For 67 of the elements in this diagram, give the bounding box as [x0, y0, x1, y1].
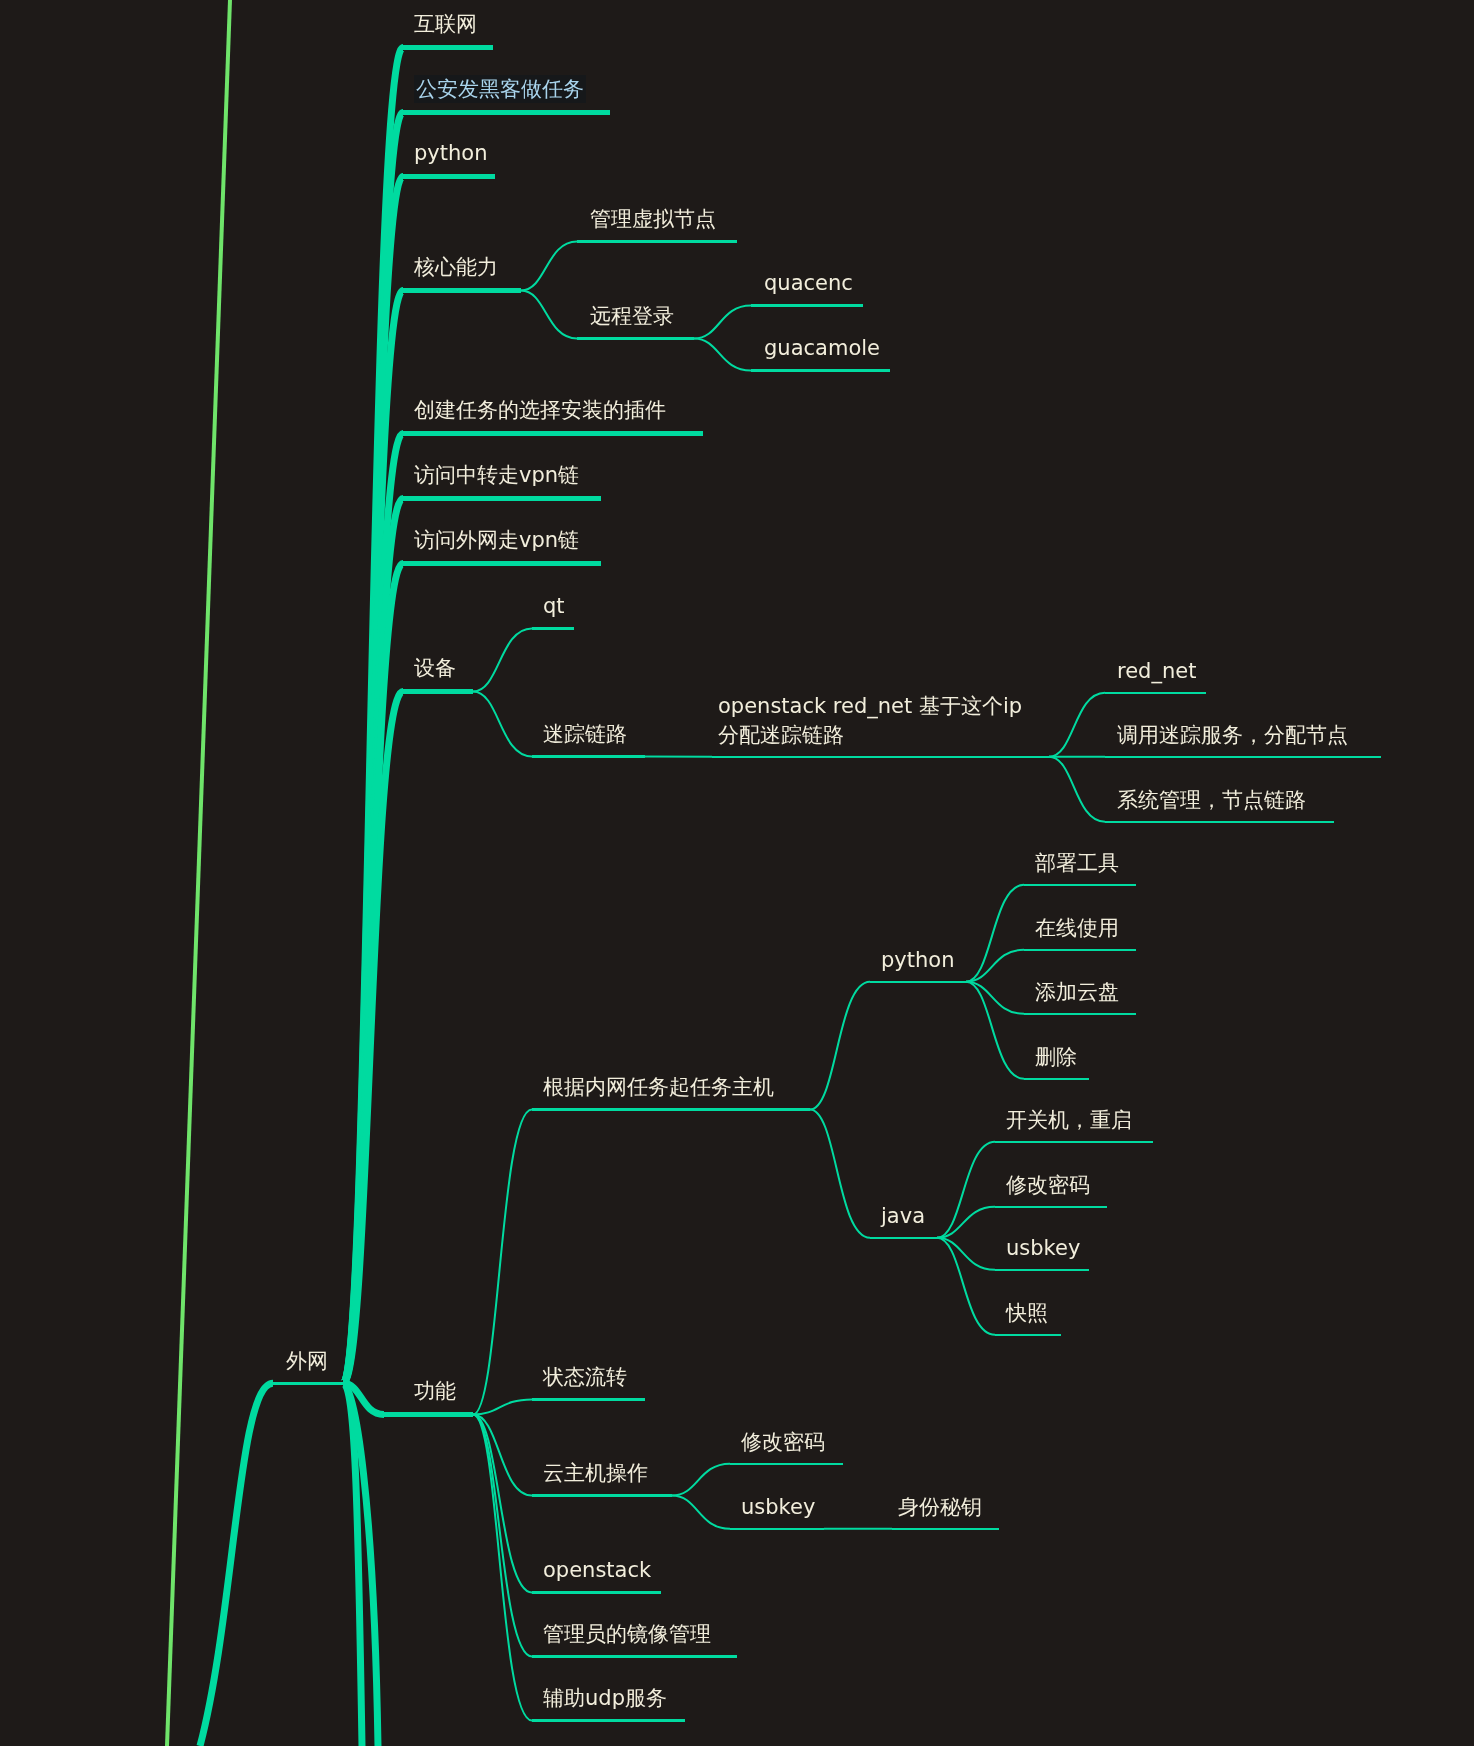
- topic-label: 管理员的镜像管理: [543, 1620, 711, 1648]
- topic-label: usbkey: [741, 1493, 816, 1521]
- topic-label: 删除: [1035, 1043, 1077, 1071]
- topic-label: qt: [543, 592, 565, 620]
- branch-line: [809, 1108, 871, 1239]
- topic-label: 远程登录: [590, 302, 674, 330]
- branch-line: [823, 1527, 893, 1530]
- branch-line: [472, 1413, 533, 1722]
- topic-label: 开关机，重启: [1006, 1106, 1132, 1134]
- topic-label: 部署工具: [1035, 849, 1119, 877]
- topic-label: 设备: [414, 654, 456, 682]
- topic-label: 访问中转走vpn链: [414, 461, 580, 489]
- topic-label: 添加云盘: [1035, 978, 1119, 1006]
- branch-line: [936, 1140, 996, 1239]
- topic-label: openstack red_net 基于这个ip 分配迷踪链路: [718, 693, 1024, 749]
- branch-line: [1048, 755, 1106, 823]
- branch-line: [472, 627, 533, 693]
- topic-label: python: [414, 139, 488, 167]
- topic-label: quacenc: [764, 269, 853, 297]
- topic-underline: [403, 461, 601, 501]
- topic-label: 公安发黑客做任务: [414, 74, 586, 103]
- topic-label: 管理虚拟节点: [590, 205, 716, 233]
- topic-label: guacamole: [764, 334, 880, 362]
- topic-label: 状态流转: [543, 1363, 627, 1391]
- topic-label: red_net: [1117, 657, 1197, 685]
- branch-line: [196, 1380, 275, 1746]
- branch-line: [671, 1462, 731, 1497]
- topic-label: 系统管理，节点链路: [1117, 786, 1306, 814]
- topic-label: 在线使用: [1035, 914, 1119, 942]
- branch-line: [671, 1494, 731, 1530]
- topic-label: usbkey: [1006, 1234, 1081, 1262]
- topic-label: 迷踪链路: [543, 720, 627, 748]
- branch-line: [936, 1236, 996, 1336]
- topic-label: 辅助udp服务: [543, 1684, 667, 1712]
- topic-label: 功能: [414, 1377, 456, 1405]
- branch-line: [693, 337, 752, 372]
- topic-label: 外网: [286, 1347, 328, 1375]
- topic-underline: [403, 526, 601, 566]
- topic-label: 核心能力: [414, 253, 498, 281]
- topic-underline: [384, 1377, 473, 1417]
- topic-label: 互联网: [414, 10, 477, 38]
- branch-line: [965, 883, 1025, 983]
- topic-label: python: [881, 946, 955, 974]
- branch-line: [644, 755, 713, 758]
- topic-label: 调用迷踪服务，分配节点: [1117, 721, 1348, 749]
- branch-line: [1048, 691, 1106, 758]
- topic-underline: [403, 75, 610, 115]
- topic-underline: [403, 396, 703, 436]
- branch-line: [472, 1398, 533, 1416]
- branch-line: [520, 289, 578, 340]
- branch-line: [809, 980, 871, 1111]
- topic-label: openstack: [543, 1556, 652, 1584]
- topic-label: 快照: [1006, 1299, 1048, 1327]
- topic-label: java: [881, 1202, 925, 1230]
- topic-label: 修改密码: [741, 1428, 825, 1456]
- topic-label: 根据内网任务起任务主机: [543, 1073, 774, 1101]
- branch-line: [520, 240, 578, 292]
- branch-line: [472, 1108, 533, 1416]
- topic-label: 云主机操作: [543, 1459, 648, 1487]
- topic-label: 创建任务的选择安装的插件: [414, 396, 666, 424]
- topic-label: 身份秘钥: [898, 1493, 982, 1521]
- topic-label: 访问外网走vpn链: [414, 526, 580, 554]
- branch-line: [472, 690, 533, 758]
- topic-underline: [403, 253, 521, 293]
- branch-line: [965, 980, 1025, 1080]
- branch-line: [693, 304, 752, 340]
- topic-label: 修改密码: [1006, 1171, 1090, 1199]
